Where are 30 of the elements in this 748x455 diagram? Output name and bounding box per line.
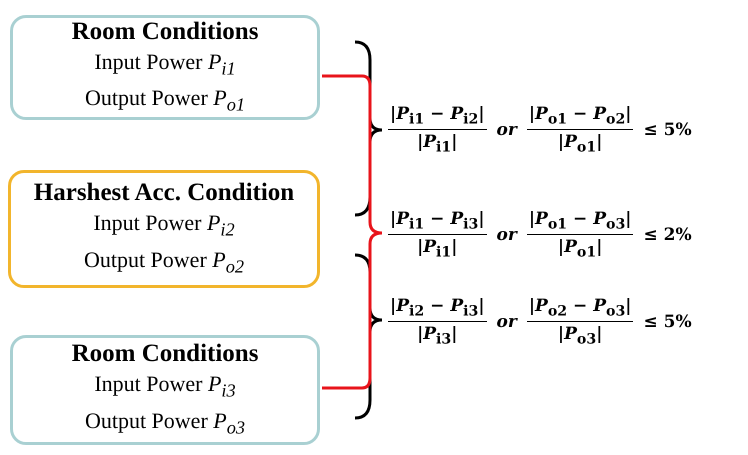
or-word: or xyxy=(496,224,517,245)
power-label: Output Power P$_{o1}$ xyxy=(84,84,246,116)
condition-box xyxy=(10,15,320,120)
fraction-denominator: |P$_{o1}$| xyxy=(558,131,602,156)
threshold-label: ≤ 2% xyxy=(643,224,692,245)
fraction-denominator: |P$_{i1}$| xyxy=(417,236,458,261)
fraction-numerator: |P$_{i2}$ − P$_{i3}$| xyxy=(388,296,487,322)
box-title: Room Conditions xyxy=(72,339,258,370)
threshold-label: ≤ 5% xyxy=(643,120,692,140)
fraction-denominator: |P$_{i1}$| xyxy=(417,131,458,156)
fraction-denominator: |P$_{i3}$| xyxy=(417,323,458,348)
condition-box xyxy=(8,170,320,288)
threshold-label: ≤ 5% xyxy=(643,312,692,332)
box-title: Room Conditions xyxy=(72,16,258,47)
fraction-numerator: |P$_{o1}$ − P$_{o3}$| xyxy=(526,209,634,236)
box-title: Harshest Acc. Condition xyxy=(34,178,294,208)
power-label: Input Power P$_{i3}$ xyxy=(94,370,236,402)
fraction-numerator: |P$_{i1}$ − P$_{i3}$| xyxy=(388,209,487,236)
fraction-denominator: |P$_{o1}$| xyxy=(558,236,602,261)
fraction-denominator: |P$_{o3}$| xyxy=(558,323,602,348)
power-label: Input Power P$_{i1}$ xyxy=(94,48,236,80)
condition-box xyxy=(10,335,320,445)
or-word: or xyxy=(496,312,517,332)
power-label: Input Power P$_{i2}$ xyxy=(93,209,235,242)
fraction-numerator: |P$_{o1}$ − P$_{o2}$| xyxy=(526,104,634,130)
fraction-numerator: |P$_{o2}$ − P$_{o3}$| xyxy=(526,296,634,322)
fraction-numerator: |P$_{i1}$ − P$_{i2}$| xyxy=(388,104,487,130)
or-word: or xyxy=(496,120,517,140)
power-label: Output Power P$_{o3}$ xyxy=(84,406,246,439)
power-label: Output Power P$_{o2}$ xyxy=(84,246,244,278)
